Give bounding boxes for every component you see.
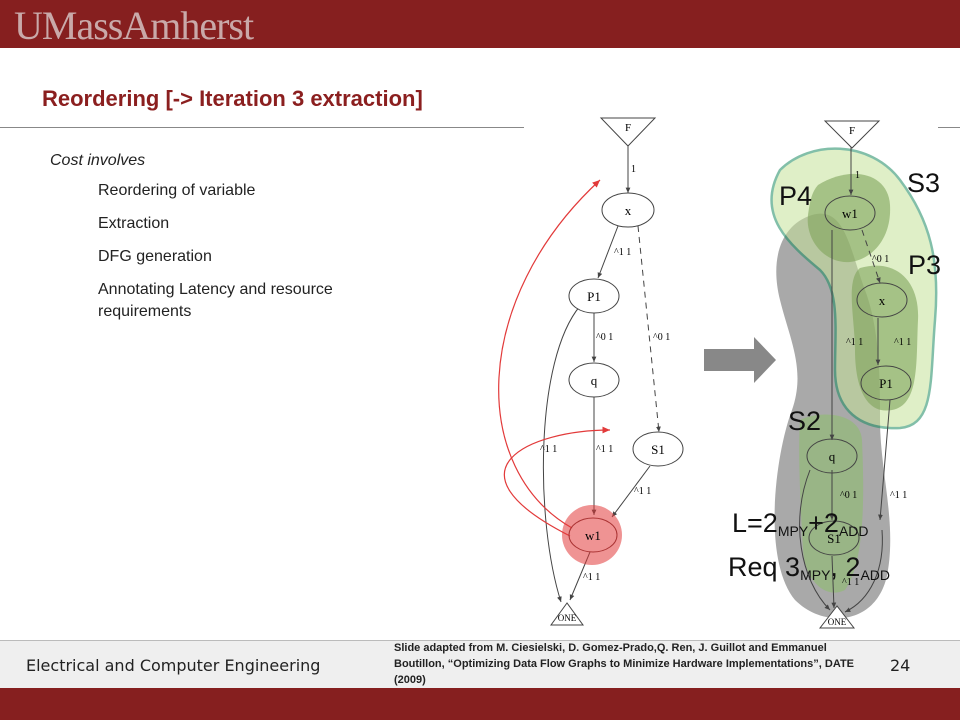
node-label: ONE <box>558 613 577 623</box>
region-label-S2: S2 <box>788 406 821 436</box>
node-w1 <box>568 517 618 553</box>
header-bar: UMassAmherst <box>0 0 960 48</box>
edge <box>597 225 619 279</box>
node-label: w1 <box>585 528 601 543</box>
requirement-annotation: Req 3MPY, 2ADD <box>728 552 890 583</box>
node-label: F <box>849 125 855 137</box>
node-q <box>568 362 620 398</box>
node-x <box>601 192 655 228</box>
latency-mid: +2 <box>808 508 839 538</box>
edge <box>861 229 881 284</box>
university-logo: UMassAmherst <box>14 3 254 48</box>
node-P1 <box>568 278 620 314</box>
node-F <box>599 117 657 147</box>
title-divider <box>0 127 524 128</box>
reorder-arrow <box>503 426 611 537</box>
requirement-sub2: ADD <box>860 567 890 583</box>
transform-arrow-icon <box>704 337 776 383</box>
edge <box>844 529 883 613</box>
node-P1 <box>860 365 912 401</box>
requirement-mid: , 2 <box>830 552 860 582</box>
edge-label: ^1 1 <box>540 444 557 455</box>
node-label: P1 <box>879 376 893 391</box>
edge <box>878 399 891 521</box>
edge <box>637 225 661 433</box>
edge-label: ^1 1 <box>846 337 863 348</box>
region-label-P4: P4 <box>779 181 812 211</box>
requirement-sub1: MPY <box>800 567 831 583</box>
latency-prefix: L=2 <box>732 508 778 538</box>
edge-label: 1 <box>855 170 860 181</box>
node-S1 <box>808 520 860 556</box>
edge-label: ^0 1 <box>840 490 857 501</box>
latency-annotation: L=2MPY+2ADD <box>732 508 869 539</box>
edge-label: 1 <box>631 164 636 175</box>
edge-label: ^0 1 <box>596 332 613 343</box>
region-green-strip <box>799 414 864 593</box>
edge-label: ^0 1 <box>872 254 889 265</box>
node-x <box>856 282 908 318</box>
edge-label: ^0 1 <box>653 332 670 343</box>
region-label-P3: P3 <box>908 250 941 280</box>
edge-label: ^1 1 <box>596 444 613 455</box>
node-label: P1 <box>587 289 601 304</box>
node-label: q <box>591 373 598 388</box>
right-graph: F 1 w1 ^0 1 x ^1 1 ^1 1 P1 q ^0 1 ^1 1 S… <box>770 120 941 629</box>
reorder-arrow <box>498 179 601 529</box>
node-label: x <box>879 293 886 308</box>
node-S1 <box>632 431 684 467</box>
latency-sub2: ADD <box>839 523 869 539</box>
bullet-item: Extraction <box>98 215 170 232</box>
bullet-item: Annotating Latency and resource requirem… <box>98 281 333 320</box>
edge-label: ^1 1 <box>614 247 631 258</box>
title-divider-right <box>938 127 960 128</box>
bottom-bar <box>0 688 960 720</box>
node-label: ONE <box>828 617 847 627</box>
bullet-heading: Cost involves <box>50 152 146 169</box>
node-label: x <box>625 203 632 218</box>
node-label: w1 <box>842 206 858 221</box>
latency-sub1: MPY <box>778 523 809 539</box>
edge <box>799 469 831 611</box>
footer-divider <box>0 640 960 641</box>
department-name: Electrical and Computer Engineering <box>26 656 321 675</box>
citation-text: Slide adapted from M. Ciesielski, D. Gom… <box>394 642 854 686</box>
left-graph: F 1 x ^1 1 ^0 1 P1 ^0 1 q ^1 1 ^1 1 S1 ^… <box>498 117 684 626</box>
edge-label: ^1 1 <box>842 577 859 588</box>
edge-label: ^1 1 <box>894 337 911 348</box>
node-label: S1 <box>827 531 841 546</box>
region-P3 <box>851 265 919 411</box>
bullet-list: Cost involves Reordering of variable Ext… <box>50 152 430 334</box>
node-label: F <box>625 122 631 134</box>
region-P4 <box>807 173 891 263</box>
edge <box>611 465 651 518</box>
edge-label: ^1 1 <box>583 572 600 583</box>
slide-title: Reordering [-> Iteration 3 extraction] <box>42 86 423 111</box>
edge-label: ^1 1 <box>634 486 651 497</box>
node-ONE <box>818 605 856 629</box>
highlight-circle <box>562 505 622 565</box>
node-ONE <box>550 602 584 626</box>
edge-label: ^1 1 <box>890 490 907 501</box>
bullet-item: DFG generation <box>98 248 212 265</box>
edge <box>542 305 581 603</box>
requirement-prefix: Req 3 <box>728 552 800 582</box>
node-label: q <box>829 449 836 464</box>
footer-bar <box>0 641 960 688</box>
node-F <box>823 120 881 149</box>
edge <box>831 555 837 609</box>
node-w1 <box>824 195 876 231</box>
node-q <box>806 438 858 474</box>
bullet-item: Reordering of variable <box>98 182 256 199</box>
region-label-S3: S3 <box>907 168 940 198</box>
node-label: S1 <box>651 442 665 457</box>
page-number: 24 <box>890 656 911 675</box>
